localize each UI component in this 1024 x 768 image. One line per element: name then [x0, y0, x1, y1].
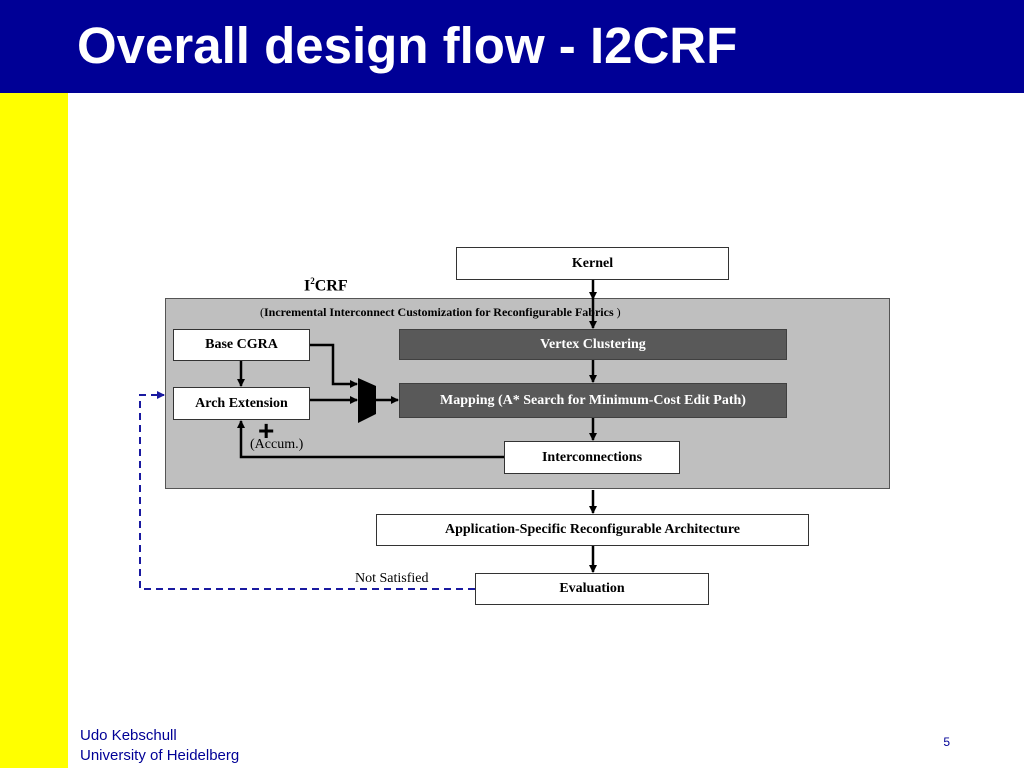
mapping-node: Mapping (A* Search for Minimum-Cost Edit…: [399, 383, 787, 418]
framework-name-superscript: 2: [310, 276, 315, 286]
sidebar-accent: [0, 93, 68, 768]
framework-name: I2CRF: [304, 276, 348, 295]
author-name: Udo Kebschull: [80, 727, 177, 744]
application-specific-node: Application-Specific Reconfigurable Arch…: [376, 514, 809, 546]
arrow-interconnections-to-arch-extension: [237, 420, 504, 459]
slide-title: Overall design flow - I2CRF: [77, 17, 738, 74]
paren-close: ): [613, 305, 621, 319]
feedback-loop-not-satisfied: [139, 391, 475, 590]
plus-symbol: +: [258, 415, 275, 446]
mux-symbol: [358, 378, 376, 423]
paren-open: (: [260, 305, 264, 319]
author-affiliation: University of Heidelberg: [80, 747, 240, 764]
not-satisfied-label: Not Satisfied: [355, 571, 429, 586]
framework-name-suffix: CRF: [314, 277, 348, 295]
framework-full-name-text: Incremental Interconnect Customization f…: [264, 305, 614, 319]
framework-full-name: (Incremental Interconnect Customization …: [260, 305, 621, 320]
kernel-node: Kernel: [456, 247, 729, 280]
arch-extension-node: Arch Extension: [173, 387, 310, 420]
page-number: 5: [943, 735, 950, 749]
evaluation-node: Evaluation: [475, 573, 709, 605]
title-bar: Overall design flow - I2CRF: [0, 0, 1024, 93]
framework-name-base: I: [304, 277, 311, 295]
arrow-base-cgra-to-mux: [310, 343, 358, 388]
accum-label: (Accum.): [250, 437, 304, 452]
interconnections-node: Interconnections: [504, 441, 680, 474]
vertex-clustering-node: Vertex Clustering: [399, 329, 787, 360]
base-cgra-node: Base CGRA: [173, 329, 310, 361]
